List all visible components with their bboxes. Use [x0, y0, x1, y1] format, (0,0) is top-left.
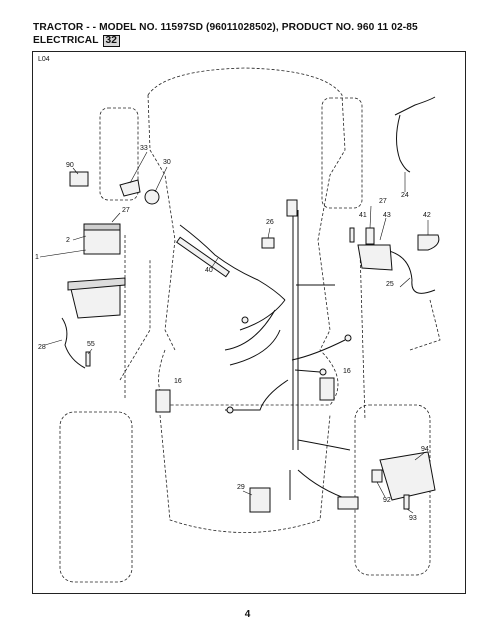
page-number: 4 — [244, 609, 251, 620]
diagram-frame — [32, 51, 466, 594]
part-40 — [176, 236, 230, 278]
wire-a — [239, 299, 286, 331]
cable-28 — [61, 317, 86, 369]
battery-top — [83, 223, 121, 231]
callout-27-left: 27 — [122, 207, 130, 214]
callout-92: 92 — [383, 497, 391, 504]
cable-24-top — [394, 96, 436, 116]
tractor-outline — [59, 67, 441, 583]
part-16-left — [155, 389, 171, 413]
wire-e — [294, 369, 321, 373]
part-26 — [261, 237, 275, 249]
cable-24-body — [396, 114, 411, 173]
battery-tray — [69, 284, 121, 319]
callout-28: 28 — [38, 344, 46, 351]
callout-16-right: 16 — [343, 368, 351, 375]
part-29 — [249, 487, 271, 513]
seat-area-outline — [158, 349, 339, 406]
callout-27-right: 27 — [379, 198, 387, 205]
part-27b — [365, 227, 375, 245]
part-43 — [357, 244, 393, 271]
wire-d — [291, 339, 346, 361]
callout-24: 24 — [401, 192, 409, 199]
section-title-text: ELECTRICAL — [33, 35, 99, 46]
rear-deck-outline — [159, 414, 331, 533]
connector-b — [226, 406, 234, 414]
connector-top — [286, 199, 298, 217]
callout-93: 93 — [409, 515, 417, 522]
connector-a — [241, 316, 249, 324]
rear-left-wheel — [59, 411, 133, 583]
callout-94: 94 — [421, 446, 429, 453]
cable-25 — [384, 249, 436, 294]
callout-25: 25 — [386, 281, 394, 288]
part-42 — [417, 234, 440, 251]
callout-16-left: 16 — [174, 378, 182, 385]
harness-trunk — [292, 210, 299, 450]
callout-30: 30 — [163, 159, 171, 166]
callout-29: 29 — [237, 484, 245, 491]
part-92 — [371, 469, 383, 483]
callout-55: 55 — [87, 341, 95, 348]
part-33 — [119, 179, 141, 197]
callout-43: 43 — [383, 212, 391, 219]
diagram-code: L04 — [38, 56, 50, 63]
leader-lines — [39, 151, 429, 514]
section-number-badge: 32 — [102, 35, 121, 47]
body-outline-left — [147, 94, 176, 351]
wire-f — [225, 379, 289, 411]
connector-c — [319, 368, 327, 376]
connector-d — [344, 334, 352, 342]
part-30 — [144, 189, 160, 205]
part-90 — [69, 171, 89, 187]
wire-g — [297, 439, 351, 451]
callout-90: 90 — [66, 162, 74, 169]
page-title: TRACTOR - - MODEL NO. 11597SD (960110285… — [33, 22, 418, 33]
wire-c — [229, 329, 281, 366]
side-outline-right — [409, 299, 441, 351]
front-right-wheel — [321, 97, 363, 209]
callout-42: 42 — [423, 212, 431, 219]
rear-right-wheel — [354, 404, 431, 576]
body-outline-right — [147, 67, 346, 351]
parts — [67, 171, 440, 513]
part-55 — [85, 351, 91, 367]
callout-26: 26 — [266, 219, 274, 226]
callout-41: 41 — [359, 212, 367, 219]
callout-2: 2 — [66, 237, 70, 244]
part-93 — [403, 494, 410, 510]
battery-tray-lip — [67, 277, 126, 291]
connector-lower — [337, 496, 359, 510]
front-left-wheel — [99, 107, 139, 201]
callout-1: 1 — [35, 254, 39, 261]
wire-h — [297, 469, 351, 501]
battery — [83, 229, 121, 255]
wire-b — [224, 309, 276, 351]
frame-rail-right — [359, 249, 366, 421]
callout-33: 33 — [140, 145, 148, 152]
part-16-right — [319, 377, 335, 401]
callout-40: 40 — [205, 267, 213, 274]
part-41 — [349, 227, 355, 243]
harness-main — [179, 224, 286, 301]
part-94 — [379, 451, 436, 501]
